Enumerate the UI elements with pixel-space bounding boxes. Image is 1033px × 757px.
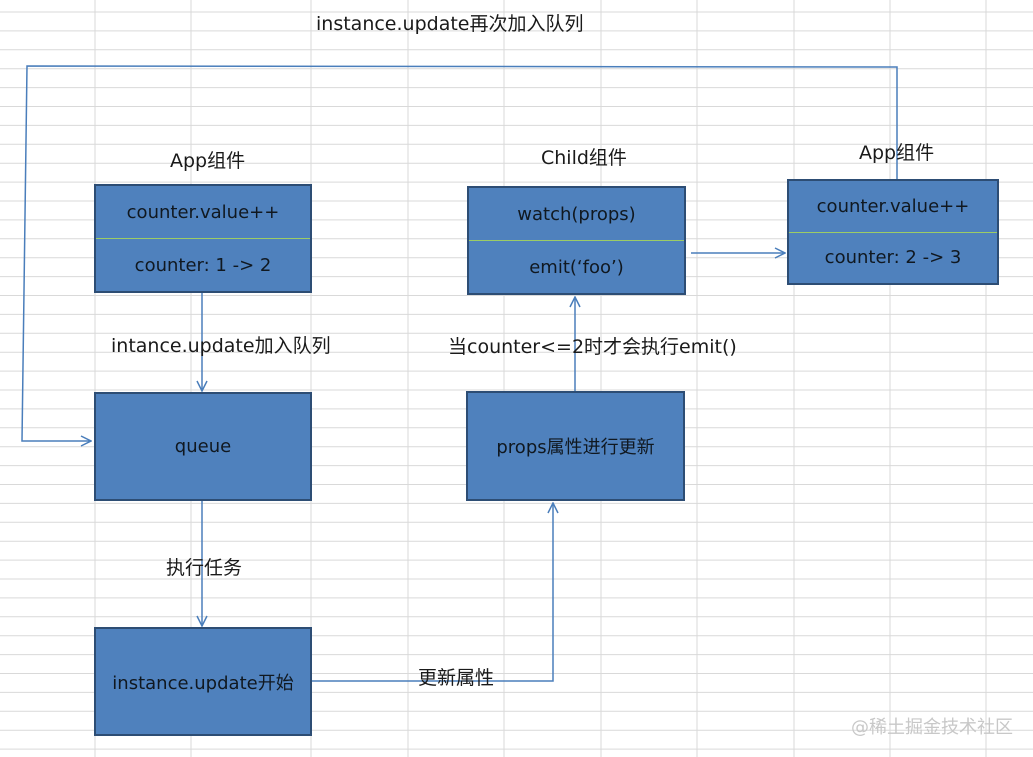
update-props-label: 更新属性 [418,667,495,689]
app-left-box: counter.value++ counter: 1 -> 2 [94,184,312,293]
child-box: watch(props) emit(‘foo’) [467,186,686,295]
props-update-box: props属性进行更新 [466,391,685,501]
queue-box: queue [94,392,312,501]
box-divider [96,238,310,239]
app-right-box: counter.value++ counter: 2 -> 3 [787,179,999,285]
watermark: @稀土掘金技术社区 [851,717,1013,738]
app-right-title: App组件 [859,142,935,164]
app-left-increment: counter.value++ [126,201,280,223]
box-divider [789,231,997,233]
child-title: Child组件 [541,147,627,169]
app-right-counter: counter: 2 -> 3 [824,247,962,269]
loop-label: instance.update再次加入队列 [316,13,584,35]
instance-update-label: instance.update开始 [112,672,294,694]
instance-to-props-arrow [311,503,553,682]
instance-update-box: instance.update开始 [94,627,312,736]
app-right-increment: counter.value++ [816,195,970,217]
child-watch: watch(props) [517,203,636,225]
add-queue-label: intance.update加入队列 [111,335,331,357]
props-update-label: props属性进行更新 [496,437,655,458]
app-left-title: App组件 [170,150,246,172]
child-emit: emit(‘foo’) [529,256,624,278]
loop-connector [21,65,898,441]
emit-condition-label: 当counter<=2时才会执行emit() [448,336,737,358]
queue-label: queue [174,436,232,457]
box-divider [469,240,684,241]
app-left-counter: counter: 1 -> 2 [134,254,272,276]
run-task-label: 执行任务 [166,557,243,579]
